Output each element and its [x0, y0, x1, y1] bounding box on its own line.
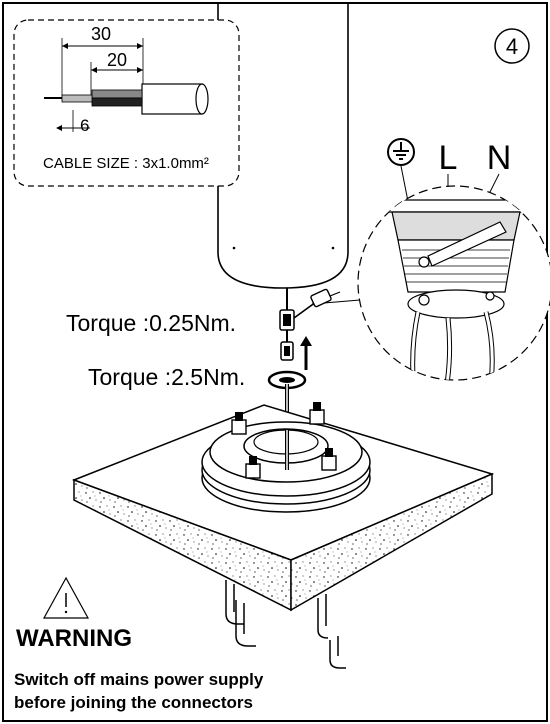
warning-line-2: before joining the connectors	[14, 693, 253, 712]
earth-ground-icon	[387, 138, 415, 166]
tank-cylinder	[217, 4, 349, 289]
heating-element-rods	[225, 580, 346, 669]
cable-size-label: CABLE SIZE : 3x1.0mm²	[43, 155, 209, 172]
up-arrow-icon	[300, 336, 312, 370]
step-number-circle	[494, 28, 530, 64]
dim-6-label: 6	[80, 116, 89, 135]
step-number: 4	[506, 34, 518, 59]
cable-detail-box: 30 20 6 CABLE SIZE : 3x1.0mm²	[13, 19, 240, 187]
dim-30-label: 30	[91, 24, 111, 44]
flange-nuts	[231, 402, 337, 479]
torque-connector-label: Torque :0.25Nm.	[66, 310, 236, 336]
heater-flange	[201, 421, 371, 513]
connector-zoom-detail	[357, 185, 550, 381]
dim-20-label: 20	[107, 50, 127, 70]
warning-line-1: Switch off mains power supply	[14, 670, 264, 689]
warning-triangle-icon	[42, 576, 90, 619]
terminal-neutral-label: N	[487, 139, 512, 177]
warning-title: WARNING	[16, 625, 132, 652]
terminal-live-label: L	[439, 139, 458, 177]
cable-connector	[279, 288, 341, 361]
torque-gland-label: Torque :2.5Nm.	[88, 364, 245, 390]
